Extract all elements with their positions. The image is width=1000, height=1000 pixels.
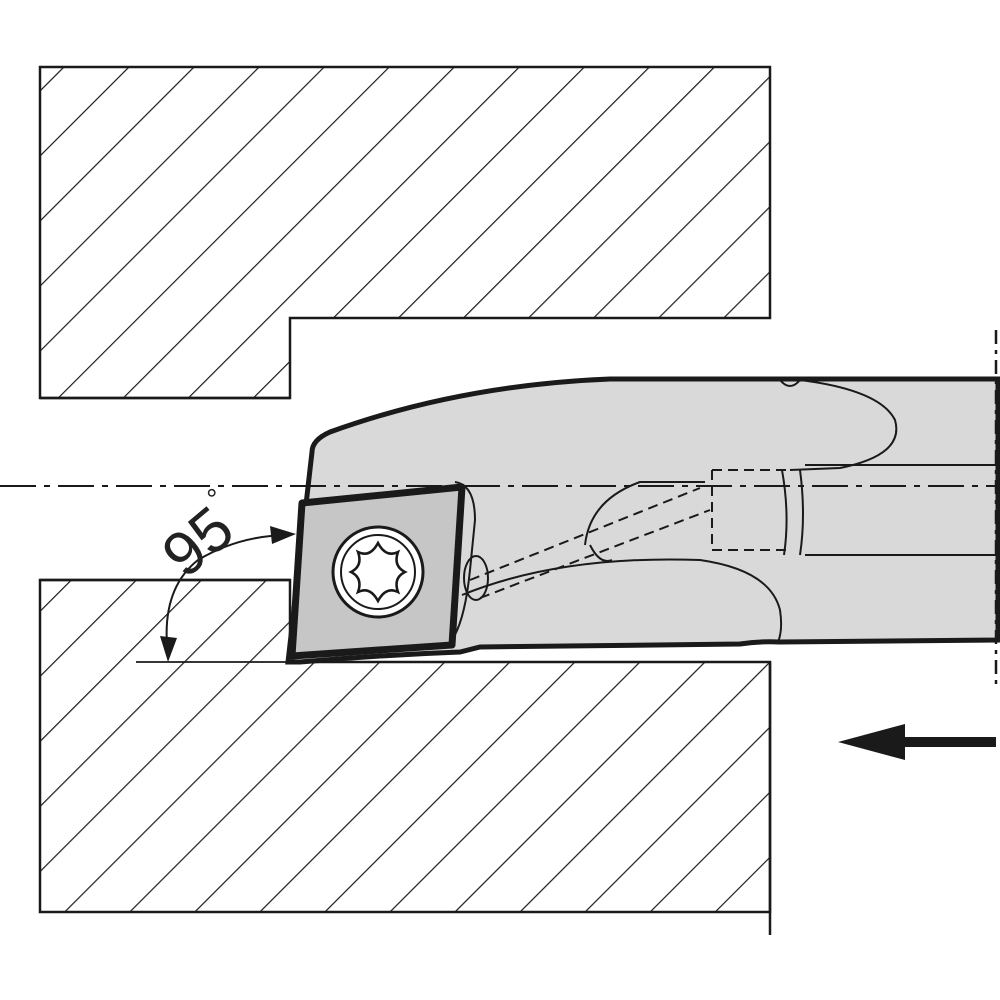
shank-collar [781,469,804,556]
angle-arc [165,534,291,656]
coolant-outlet [463,555,489,601]
coolant-channel [469,469,790,599]
angle-arrowhead-top [270,526,296,544]
shank-step-upper [779,379,898,471]
angle-arrowhead-bottom [160,636,177,662]
angle-label: 95° [147,482,257,591]
workpiece-upper-section [38,65,772,400]
insert-pocket [451,481,477,641]
shank-step-lower [461,558,783,643]
torx-screw-icon [331,525,425,619]
coolant-bore-curve [584,481,705,562]
arrow-left-icon [838,724,996,760]
